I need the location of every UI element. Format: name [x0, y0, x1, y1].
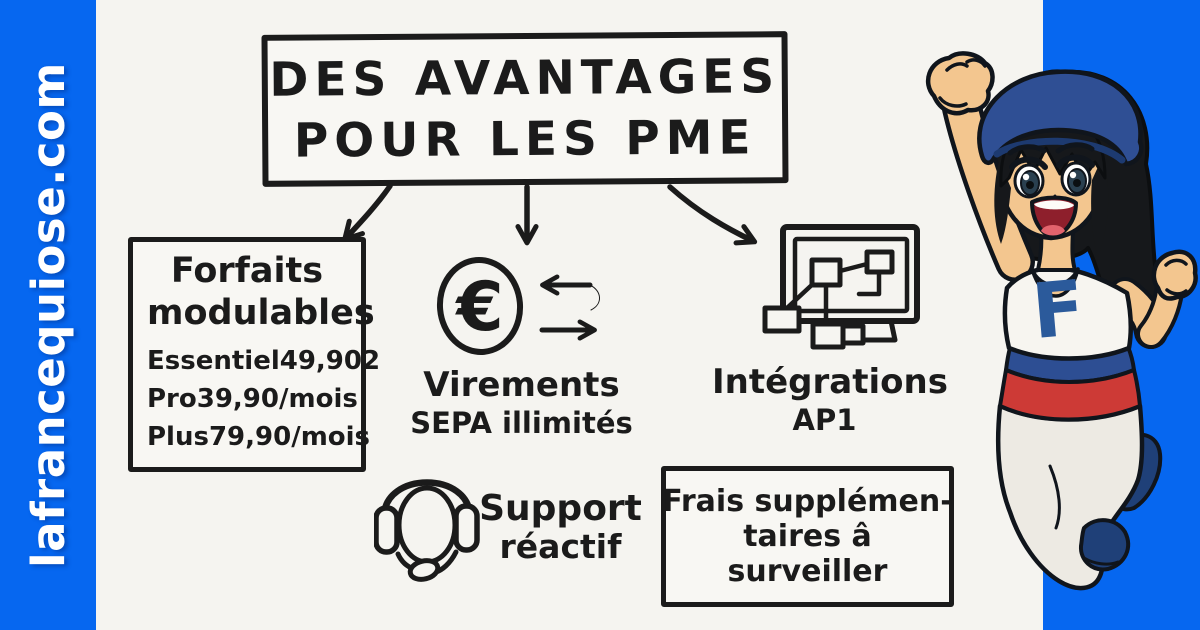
plan-name: Pro — [147, 384, 197, 414]
plan-row-essentiel: Essentiel 49,902 — [147, 342, 380, 380]
sepa-label-line-2: SEPA illimités — [410, 406, 633, 440]
brand-url: lafrancequiose.com — [21, 62, 75, 568]
support-label: Support réactif — [478, 489, 643, 565]
fees-line-3: surveiller — [727, 554, 888, 589]
monitor-flowchart-icon — [762, 224, 920, 350]
arrow-to-integrations-icon — [667, 184, 758, 246]
plan-name: Essentiel — [147, 346, 280, 376]
chest-letter: F — [1029, 263, 1088, 356]
mascot-character: F — [925, 51, 1198, 591]
fees-line-2: taires â — [743, 519, 872, 554]
plan-name: Plus — [147, 422, 209, 452]
headset-icon — [374, 479, 480, 582]
plan-price: 49,902 — [279, 346, 381, 376]
integrations-label: Intégrations AP1 — [712, 362, 948, 438]
title-box: DES AVANTAGES POUR LES PME — [261, 31, 789, 187]
plans-heading-line-1: Forfaits — [170, 251, 324, 291]
plan-row-plus: Plus 79,90/mois — [147, 418, 370, 456]
euro-symbol: € — [454, 268, 503, 347]
arrow-to-plans-icon — [342, 183, 393, 242]
support-label-line-1: Support — [479, 488, 642, 529]
support-label-line-2: réactif — [499, 527, 622, 566]
plan-price: 39,90/mois — [196, 384, 358, 414]
fees-line-1: Frais supplémen- — [662, 484, 953, 519]
belt-red-stripe — [998, 368, 1142, 422]
sepa-label-line-1: Virements — [423, 365, 620, 405]
title-line-2: POUR LES PME — [293, 110, 757, 169]
brand-sidebar: lafrancequiose.com — [0, 0, 96, 630]
integrations-label-line-1: Intégrations — [712, 362, 948, 402]
euro-transfer-icon: € — [436, 257, 600, 355]
fees-box: Frais supplémen- taires â surveiller — [661, 466, 954, 607]
plan-row-pro: Pro 39,90/mois — [147, 380, 358, 418]
integrations-label-line-2: AP1 — [792, 403, 857, 437]
title-line-1: DES AVANTAGES — [269, 49, 781, 108]
plans-box: Forfaits modulables Essentiel 49,902 Pro… — [128, 237, 380, 472]
raised-fist — [925, 51, 995, 116]
plans-heading-line-2: modulables — [147, 293, 375, 333]
sepa-label: Virements SEPA illimités — [405, 365, 638, 441]
plan-list: Essentiel 49,902 Pro 39,90/mois Plus 79,… — [147, 342, 380, 456]
connector-arrows — [342, 183, 758, 246]
front-boot — [1078, 518, 1131, 572]
plan-price: 79,90/mois — [208, 422, 371, 452]
